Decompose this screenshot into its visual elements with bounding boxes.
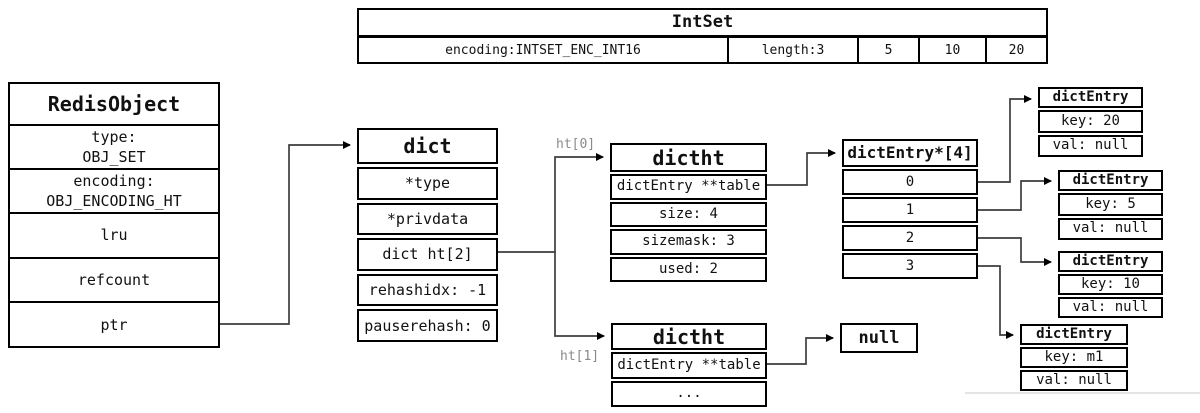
dict-title: dict [357, 128, 498, 164]
ht1-label: ht[1] [560, 349, 600, 364]
field-size: size: 4 [610, 201, 767, 227]
field-privdata: *privdata [357, 202, 498, 236]
field-val: val: null [1058, 297, 1163, 318]
field-key: key: 10 [1058, 274, 1163, 295]
field-rehashidx: rehashidx: -1 [357, 273, 498, 307]
intset-encoding-cell: encoding:INTSET_ENC_INT16 [445, 42, 641, 58]
field-used: used: 2 [610, 256, 767, 282]
redisobject-title: RedisObject [10, 84, 218, 126]
field-sizemask: sizemask: 3 [610, 229, 767, 255]
field-val: val: null [1020, 369, 1128, 391]
ht0-label: ht[0] [556, 137, 596, 152]
field-lru: lru [10, 214, 218, 259]
field-key: key: 5 [1058, 193, 1163, 216]
dictht0-box: dictht dictEntry **table size: 4 sizemas… [610, 143, 767, 282]
field-encoding: encoding: OBJ_ENCODING_HT [10, 170, 218, 214]
dictentry-box-key-m1: dictEntry key: m1 val: null [1020, 324, 1128, 391]
arrow-ptr-to-dict [220, 141, 351, 325]
dictht0-title: dictht [610, 143, 767, 172]
redisobject-box: RedisObject type: OBJ_SET encoding: OBJ_… [8, 82, 220, 348]
dict-box: dict *type *privdata dict ht[2] rehashid… [357, 128, 498, 342]
arrow-slot3-to-entry [978, 265, 1014, 339]
dictentry-box-key-20: dictEntry key: 20 val: null [1038, 87, 1143, 157]
field-key: key: 20 [1038, 110, 1143, 133]
dictentry-title: dictEntry [1038, 87, 1143, 108]
dictentry-title: dictEntry [1020, 324, 1128, 345]
dictentry-title: dictEntry [1058, 170, 1163, 191]
field-ellipsis: ... [611, 380, 767, 407]
field-val: val: null [1058, 217, 1163, 240]
dictentry-array-title: dictEntry*[4] [842, 139, 978, 167]
field-dict-ht: dict ht[2] [357, 238, 498, 271]
intset-length-cell: length:3 [727, 38, 857, 62]
arrow-slot1-to-entry [978, 177, 1052, 211]
arrow-ht2-to-dictht0 [498, 153, 604, 253]
intset-box: IntSet encoding:INTSET_ENC_INT16 length:… [357, 8, 1048, 64]
field-pauserehash: pauserehash: 0 [357, 309, 498, 342]
dictht1-title: dictht [611, 323, 767, 350]
intset-value-cell: 5 [857, 38, 918, 62]
field-refcount: refcount [10, 259, 218, 304]
slot-3: 3 [842, 253, 978, 279]
arrow-ht2-to-dictht1 [554, 252, 605, 340]
field-table: dictEntry **table [610, 174, 767, 200]
field-val: val: null [1038, 134, 1143, 157]
slot-2: 2 [842, 225, 978, 251]
field-type: type: OBJ_SET [10, 126, 218, 170]
arrow-table1-to-null [767, 334, 834, 365]
field-type-ptr: *type [357, 167, 498, 200]
field-table: dictEntry **table [611, 352, 767, 379]
dictht1-box: dictht dictEntry **table ... [611, 323, 767, 407]
dictentry-array-box: dictEntry*[4] 0 1 2 3 [842, 139, 978, 279]
arrow-slot2-to-entry [978, 237, 1052, 266]
slot-1: 1 [842, 197, 978, 223]
arrow-table-to-entry-array [767, 149, 836, 186]
arrow-slot0-to-entry [978, 95, 1032, 183]
field-ptr: ptr [100, 315, 128, 334]
dictentry-box-key-5: dictEntry key: 5 val: null [1058, 170, 1163, 240]
field-key: key: m1 [1020, 347, 1128, 368]
intset-value-cell: 10 [918, 38, 985, 62]
dictentry-title: dictEntry [1058, 251, 1163, 272]
dictentry-box-key-10: dictEntry key: 10 val: null [1058, 251, 1163, 318]
intset-title: IntSet [359, 10, 1046, 38]
slot-0: 0 [842, 169, 978, 195]
null-box: null [840, 323, 918, 353]
intset-value-cell: 20 [985, 38, 1046, 62]
intset-data-row: encoding:INTSET_ENC_INT16 length:3 5 10 … [359, 38, 1046, 62]
